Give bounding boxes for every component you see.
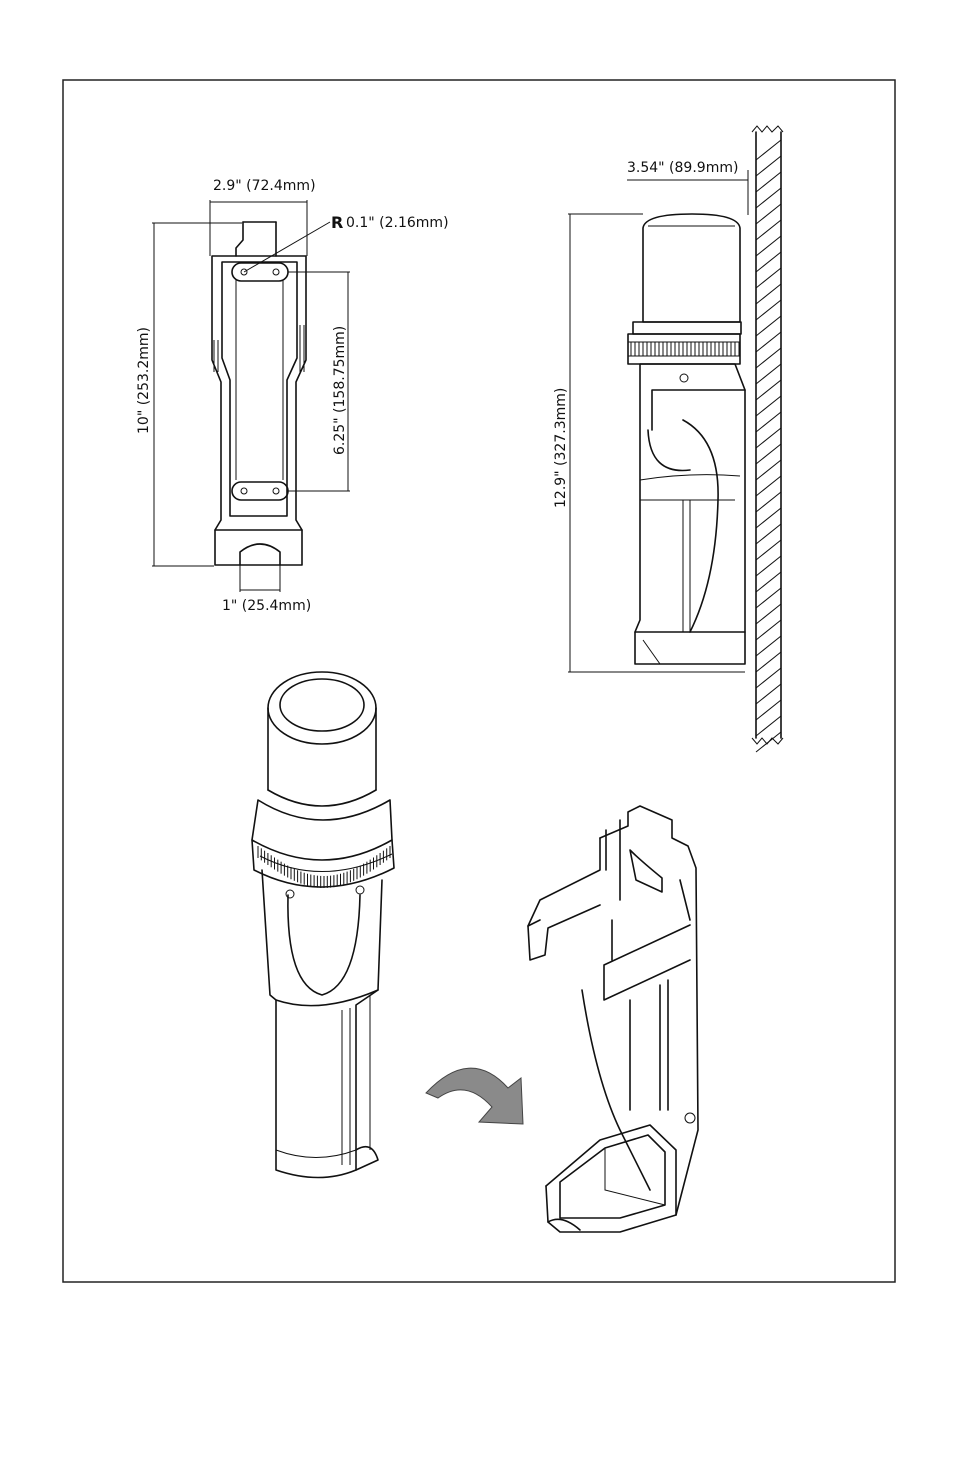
wall-hatch-line (755, 651, 782, 673)
wall-hatch-line (755, 267, 782, 289)
wall-hatch-line (755, 507, 782, 529)
depth-label: 3.54" (89.9mm) (627, 160, 738, 176)
wall-hatch-line (755, 539, 782, 561)
radius-prefix: R (331, 213, 343, 232)
side-height-label: 12.9" (327.3mm) (553, 388, 569, 508)
wall-hatch-line (755, 283, 782, 305)
wall-hatch-line (755, 299, 782, 321)
wall-hatch-line (755, 555, 782, 577)
side-view-device (627, 213, 746, 665)
front-view-bracket (211, 221, 307, 566)
wall-hatch-line (755, 603, 782, 625)
wall-hatch-line (755, 459, 782, 481)
wall-hatch-line (755, 363, 782, 385)
bottom-label: 1" (25.4mm) (222, 598, 311, 614)
hole-spacing-label: 6.25" (158.75mm) (332, 326, 348, 455)
side-view-dimensions: 3.54" (89.9mm) 12.9" (327.3mm) (553, 160, 749, 673)
wall-hatch-line (755, 331, 782, 353)
wall-hatch-line (755, 699, 782, 721)
wall-hatch-line (755, 235, 782, 257)
wall-hatch-line (755, 395, 782, 417)
wall-hatch-line (755, 219, 782, 241)
wall-hatch-line (755, 683, 782, 705)
wall-hatch-line (755, 347, 782, 369)
wall-hatch-line (755, 571, 782, 593)
wall-hatch-line (755, 139, 782, 161)
device-isometric (251, 671, 395, 1179)
wall-hatch-line (755, 491, 782, 513)
wall-hatch-line (755, 251, 782, 273)
height-label: 10" (253.2mm) (136, 327, 152, 434)
wall-hatch-line (755, 667, 782, 689)
bracket-isometric (527, 805, 699, 1233)
wall-hatch-line (755, 379, 782, 401)
radius-label: 0.1" (2.16mm) (346, 215, 449, 231)
wall-hatch-line (755, 475, 782, 497)
wall-hatch-line (755, 315, 782, 337)
wall-hatch-line (755, 715, 782, 737)
wall-hatch-line (755, 523, 782, 545)
wall-hatch-line (755, 635, 782, 657)
wall-hatch-line (755, 187, 782, 209)
wall-hatch-line (755, 171, 782, 193)
wall-hatch-line (755, 731, 782, 753)
wall-hatch-line (755, 155, 782, 177)
figure-frame (62, 79, 896, 1283)
wall-hatch-line (755, 587, 782, 609)
wall-hatch-line (755, 443, 782, 465)
width-label: 2.9" (72.4mm) (213, 178, 316, 194)
front-view-dimensions: 2.9" (72.4mm) R 0.1" (2.16mm) 10" (253.2… (136, 178, 449, 614)
wall-hatch-line (755, 619, 782, 641)
wall-hatch-line (755, 427, 782, 449)
wall-hatch-line (755, 411, 782, 433)
wall-hatch (751, 125, 784, 753)
insert-direction-arrow (425, 1067, 524, 1125)
wall-hatch-line (755, 203, 782, 225)
